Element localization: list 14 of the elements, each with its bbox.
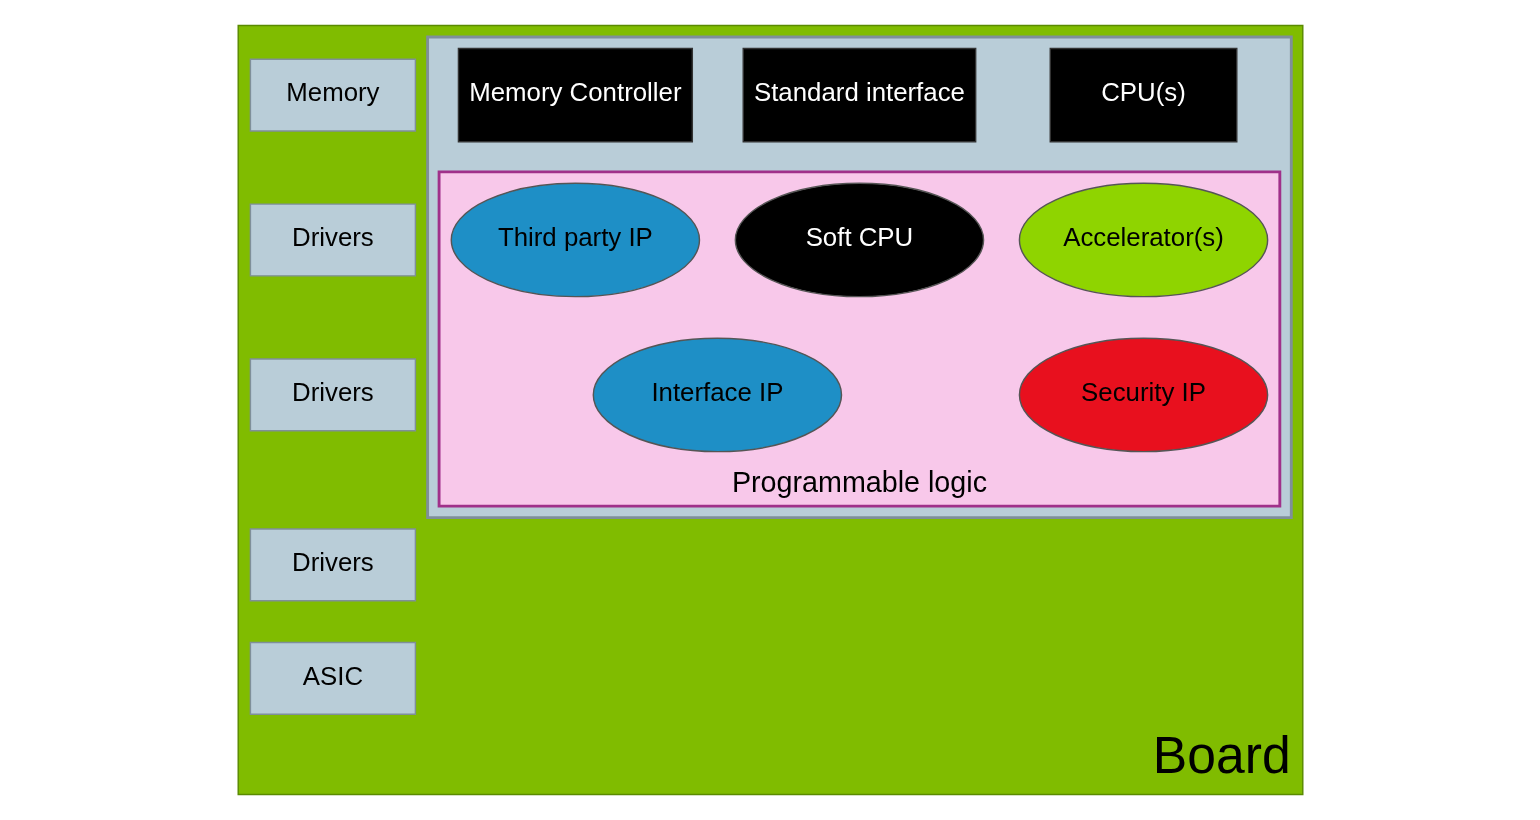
node-box: Drivers bbox=[249, 528, 416, 602]
node-box: Memory bbox=[249, 58, 416, 132]
cluster bbox=[425, 35, 1293, 520]
node-ellipse: Soft CPU bbox=[734, 182, 984, 298]
node-box: CPU(s) bbox=[1049, 47, 1237, 143]
node-box: Standard interface bbox=[742, 47, 976, 143]
node-box: Drivers bbox=[249, 358, 416, 432]
node-ellipse: Third party IP bbox=[450, 182, 700, 298]
node-ellipse: Accelerator(s) bbox=[1018, 182, 1268, 298]
node-box: Drivers bbox=[249, 203, 416, 277]
node-ellipse: Interface IP bbox=[592, 337, 842, 453]
node-ellipse: Security IP bbox=[1018, 337, 1268, 453]
node-box: ASIC bbox=[249, 641, 416, 715]
node-box: Memory Controller bbox=[457, 47, 693, 143]
